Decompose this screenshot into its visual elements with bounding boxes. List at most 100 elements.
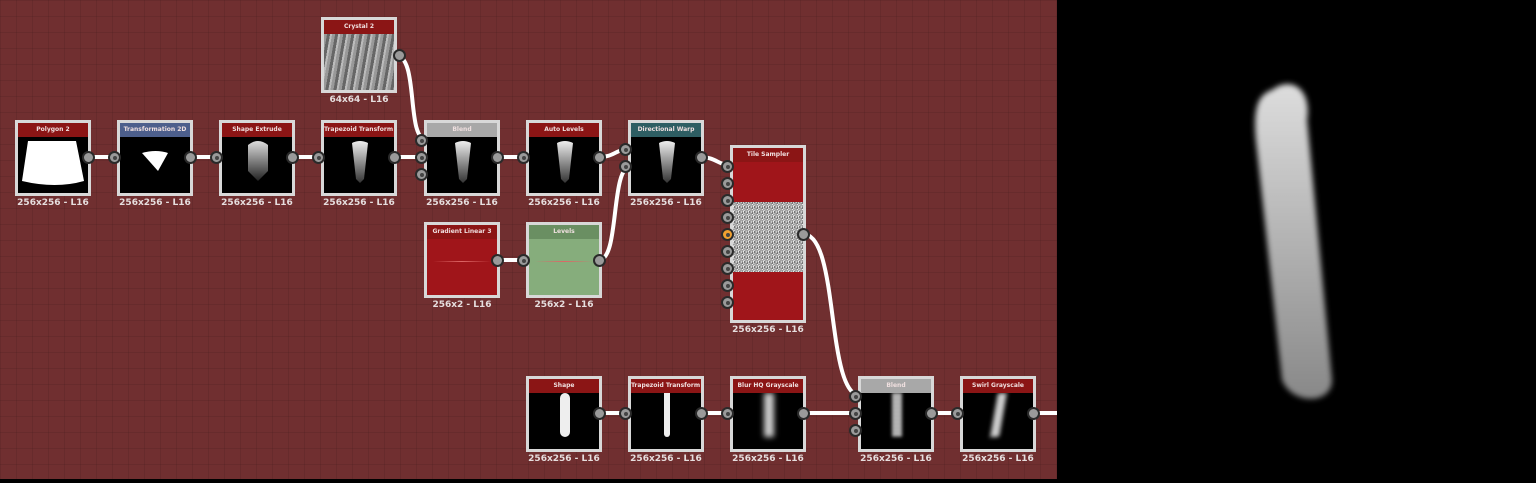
- node-crystal2[interactable]: Crystal 2: [321, 17, 397, 93]
- node-title: Shape Extrude: [222, 123, 292, 137]
- input-port[interactable]: [849, 407, 862, 420]
- output-port[interactable]: [82, 151, 95, 164]
- node-size-label: 256x256 - L16: [732, 325, 804, 335]
- node-thumbnail: [427, 239, 497, 295]
- node-title: Tile Sampler: [733, 148, 803, 162]
- input-port[interactable]: [210, 151, 223, 164]
- node-thumbnail: [222, 137, 292, 193]
- node-thumbnail: [529, 137, 599, 193]
- output-port[interactable]: [286, 151, 299, 164]
- node-title: Swirl Grayscale: [963, 379, 1033, 393]
- node-title: Blend: [861, 379, 931, 393]
- node-thumbnail: [529, 239, 599, 295]
- node-size-label: 256x256 - L16: [528, 454, 600, 464]
- output-port[interactable]: [593, 254, 606, 267]
- node-shapeextrude[interactable]: Shape Extrude: [219, 120, 295, 196]
- node-size-label: 256x256 - L16: [119, 198, 191, 208]
- input-port[interactable]: [721, 177, 734, 190]
- node-title: Directional Warp: [631, 123, 701, 137]
- node-autolevels[interactable]: Auto Levels: [526, 120, 602, 196]
- node-thumbnail: [861, 393, 931, 449]
- node-size-label: 256x256 - L16: [528, 198, 600, 208]
- input-port[interactable]: [415, 151, 428, 164]
- input-port[interactable]: [415, 134, 428, 147]
- input-port[interactable]: [721, 262, 734, 275]
- node-title: Trapezoid Transform G...: [324, 123, 394, 137]
- node-levels[interactable]: Levels: [526, 222, 602, 298]
- output-port[interactable]: [491, 151, 504, 164]
- input-port[interactable]: [721, 279, 734, 292]
- node-thumbnail: [631, 137, 701, 193]
- preview-image: [1255, 84, 1332, 399]
- node-swirl[interactable]: Swirl Grayscale: [960, 376, 1036, 452]
- output-port[interactable]: [797, 228, 810, 241]
- input-port[interactable]: [619, 160, 632, 173]
- input-port[interactable]: [721, 211, 734, 224]
- node-size-label: 256x256 - L16: [732, 454, 804, 464]
- input-port[interactable]: [721, 296, 734, 309]
- input-port[interactable]: [517, 254, 530, 267]
- node-thumbnail: [18, 137, 88, 193]
- node-title: Crystal 2: [324, 20, 394, 34]
- wire: [394, 53, 428, 142]
- node-gradlinear3[interactable]: Gradient Linear 3: [424, 222, 500, 298]
- node-title: Auto Levels: [529, 123, 599, 137]
- output-port[interactable]: [695, 151, 708, 164]
- node-size-label: 256x256 - L16: [962, 454, 1034, 464]
- node-title: Levels: [529, 225, 599, 239]
- input-port[interactable]: [312, 151, 325, 164]
- input-port[interactable]: [517, 151, 530, 164]
- preview-panel: [1057, 0, 1536, 479]
- input-port[interactable]: [721, 194, 734, 207]
- output-port[interactable]: [1027, 407, 1040, 420]
- input-port[interactable]: [415, 168, 428, 181]
- output-port[interactable]: [797, 407, 810, 420]
- node-trapezoid1[interactable]: Trapezoid Transform G...: [321, 120, 397, 196]
- node-size-label: 256x2 - L16: [534, 300, 594, 310]
- output-port[interactable]: [393, 49, 406, 62]
- input-port[interactable]: [721, 228, 734, 241]
- input-port[interactable]: [108, 151, 121, 164]
- output-port[interactable]: [593, 151, 606, 164]
- node-blend1[interactable]: Blend: [424, 120, 500, 196]
- node-size-label: 256x2 - L16: [432, 300, 492, 310]
- output-port[interactable]: [695, 407, 708, 420]
- node-thumbnail: [427, 137, 497, 193]
- input-port[interactable]: [721, 245, 734, 258]
- node-thumbnail: [529, 393, 599, 449]
- node-thumbnail: [631, 393, 701, 449]
- node-size-label: 256x256 - L16: [630, 198, 702, 208]
- node-size-label: 256x256 - L16: [426, 198, 498, 208]
- output-port[interactable]: [491, 254, 504, 267]
- node-title: Gradient Linear 3: [427, 225, 497, 239]
- input-port[interactable]: [951, 407, 964, 420]
- input-port[interactable]: [619, 143, 632, 156]
- input-port[interactable]: [849, 390, 862, 403]
- node-thumbnail: [324, 137, 394, 193]
- node-size-label: 256x256 - L16: [630, 454, 702, 464]
- node-title: Blend: [427, 123, 497, 137]
- node-size-label: 256x256 - L16: [323, 198, 395, 208]
- input-port[interactable]: [721, 407, 734, 420]
- node-transform2d[interactable]: Transformation 2D: [117, 120, 193, 196]
- node-size-label: 256x256 - L16: [17, 198, 89, 208]
- input-port[interactable]: [849, 424, 862, 437]
- node-trapezoid2[interactable]: Trapezoid Transform G...: [628, 376, 704, 452]
- output-port[interactable]: [184, 151, 197, 164]
- node-tilesampler[interactable]: Tile Sampler: [730, 145, 806, 323]
- node-blend2[interactable]: Blend: [858, 376, 934, 452]
- node-thumbnail: [963, 393, 1033, 449]
- input-port[interactable]: [619, 407, 632, 420]
- output-port[interactable]: [925, 407, 938, 420]
- node-title: Transformation 2D: [120, 123, 190, 137]
- input-port[interactable]: [721, 160, 734, 173]
- output-port[interactable]: [388, 151, 401, 164]
- node-shape[interactable]: Shape: [526, 376, 602, 452]
- output-port[interactable]: [593, 407, 606, 420]
- node-title: Polygon 2: [18, 123, 88, 137]
- node-dirwarp[interactable]: Directional Warp: [628, 120, 704, 196]
- node-polygon2[interactable]: Polygon 2: [15, 120, 91, 196]
- node-blurhq[interactable]: Blur HQ Grayscale: [730, 376, 806, 452]
- node-title: Blur HQ Grayscale: [733, 379, 803, 393]
